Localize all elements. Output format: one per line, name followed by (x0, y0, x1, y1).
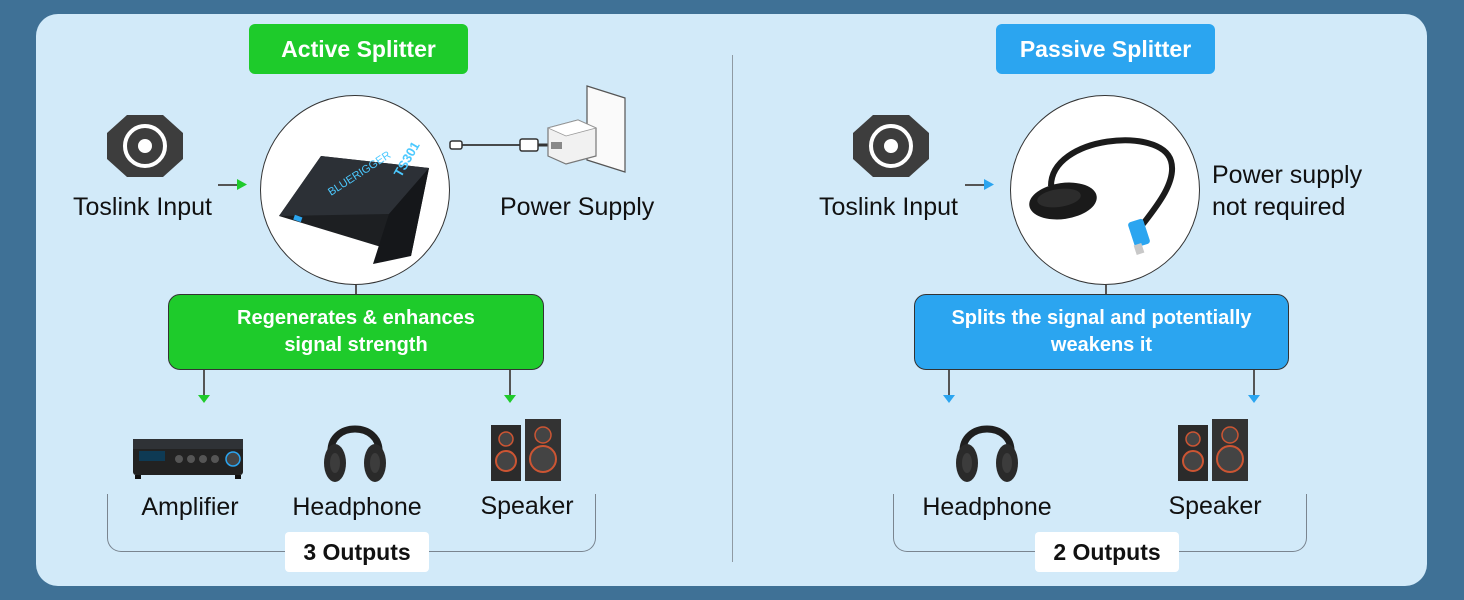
power-supply-label: Power Supply (500, 193, 655, 221)
output-headphone-label: Headphone (292, 493, 422, 521)
output-speaker-label: Speaker (480, 492, 574, 520)
headphone-icon (956, 425, 1018, 482)
passive-outputs-count: 2 Outputs (1035, 532, 1179, 572)
passive-output-arrow-right (1248, 395, 1260, 403)
passive-output-headphone-label: Headphone (922, 493, 1052, 521)
active-splitter-title: Active Splitter (249, 24, 468, 74)
passive-output-line-left (948, 370, 950, 396)
toslink-port-icon (107, 115, 183, 177)
passive-description-line1: Splits the signal and potentially (951, 307, 1252, 329)
passive-splitter-device (1010, 95, 1200, 285)
amplifier-icon (133, 439, 243, 479)
headphone-icon (324, 425, 386, 482)
section-divider (732, 55, 733, 562)
passive-toslink-input-label: Toslink Input (819, 193, 958, 221)
passive-device-to-box-line (1105, 285, 1107, 295)
passive-output-line-right (1253, 370, 1255, 396)
passive-input-arrow (984, 179, 994, 190)
active-input-arrow (237, 179, 247, 190)
active-toslink-input-label: Toslink Input (73, 193, 212, 221)
passive-input-line (965, 184, 987, 186)
active-output-line-left (203, 370, 205, 396)
power-not-required-line1: Power supply (1212, 161, 1363, 189)
active-output-line-right (509, 370, 511, 396)
power-adapter-icon (449, 85, 626, 173)
toslink-port-icon (853, 115, 929, 177)
active-description-line2: signal strength (284, 334, 428, 356)
power-not-required-line2: not required (1212, 193, 1346, 221)
splitter-cable-icon (1029, 137, 1176, 255)
passive-splitter-title: Passive Splitter (996, 24, 1215, 74)
active-description-line1: Regenerates & enhances (237, 307, 475, 329)
active-outputs-count: 3 Outputs (285, 532, 429, 572)
active-output-arrow-right (504, 395, 516, 403)
passive-output-arrow-left (943, 395, 955, 403)
output-amplifier-label: Amplifier (141, 493, 239, 521)
active-device-to-box-line (355, 285, 357, 295)
active-splitter-device: BLUERIGGER TS301 (260, 95, 450, 285)
speaker-icon (1178, 419, 1248, 481)
passive-description-line2: weakens it (1050, 334, 1153, 356)
passive-output-speaker-label: Speaker (1168, 492, 1262, 520)
active-output-arrow-left (198, 395, 210, 403)
active-description-box: Regenerates & enhances signal strength (168, 294, 544, 370)
active-input-line (218, 184, 242, 186)
power-not-required-label: Power supply not required (1212, 159, 1362, 223)
passive-description-box: Splits the signal and potentially weaken… (914, 294, 1289, 370)
speaker-icon (491, 419, 561, 481)
